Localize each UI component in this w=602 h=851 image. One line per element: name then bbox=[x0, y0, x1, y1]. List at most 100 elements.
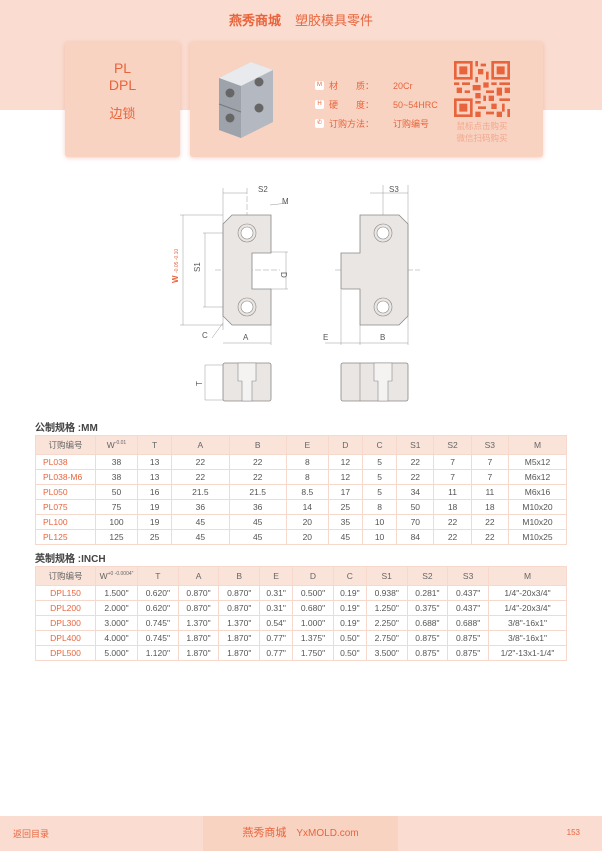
table-cell: 45 bbox=[171, 514, 230, 530]
table-cell: 1.375" bbox=[292, 630, 334, 646]
table-cell: 45 bbox=[327, 529, 363, 545]
table-cell: 0.77" bbox=[259, 645, 294, 661]
table-cell: 8 bbox=[285, 469, 329, 485]
table-cell: 1.750" bbox=[292, 645, 334, 661]
table-cell: 22 bbox=[433, 529, 472, 545]
table-cell: 45 bbox=[171, 529, 230, 545]
back-to-contents-link[interactable]: 返回目录 bbox=[13, 829, 50, 839]
order-code-link[interactable]: DPL300 bbox=[35, 615, 96, 631]
column-header: C bbox=[332, 566, 367, 586]
table-cell: 1.370" bbox=[177, 615, 220, 631]
column-header: S3 bbox=[447, 566, 489, 586]
order-code-link[interactable]: PL038-M6 bbox=[35, 469, 96, 485]
table-cell: 0.745" bbox=[137, 615, 179, 631]
column-header: E bbox=[259, 566, 294, 586]
table-cell: 22 bbox=[171, 469, 230, 485]
table-cell: 0.688" bbox=[406, 615, 449, 631]
table-cell: 1.370" bbox=[218, 615, 261, 631]
label-w: W bbox=[171, 275, 180, 283]
table-cell: 7 bbox=[433, 454, 472, 470]
column-header: M bbox=[508, 435, 567, 455]
column-header: A bbox=[171, 435, 230, 455]
table-cell: 13 bbox=[136, 454, 173, 470]
order-code-link[interactable]: PL100 bbox=[35, 514, 96, 530]
table-cell: 12 bbox=[327, 469, 363, 485]
table-cell: 34 bbox=[396, 484, 435, 500]
order-code-link[interactable]: DPL400 bbox=[35, 630, 96, 646]
table-cell: M10x20 bbox=[508, 514, 567, 530]
table-cell: 8.5 bbox=[285, 484, 329, 500]
table-cell: 11 bbox=[433, 484, 472, 500]
column-header: B bbox=[218, 566, 261, 586]
table-cell: 0.31" bbox=[259, 600, 294, 616]
table-cell: 36 bbox=[171, 499, 230, 515]
column-header: S1 bbox=[365, 566, 408, 586]
table-cell: 0.620" bbox=[137, 585, 179, 601]
table-cell: M10x20 bbox=[508, 499, 567, 515]
column-header: W-0.01 bbox=[95, 435, 138, 455]
property-label: 材 质： bbox=[329, 81, 375, 91]
property-value: 50~54HRC bbox=[393, 99, 438, 110]
order-code-link[interactable]: PL050 bbox=[35, 484, 96, 500]
table-cell: 1.500" bbox=[95, 585, 138, 601]
phone-icon: ✆ bbox=[315, 119, 324, 128]
table-cell: 10 bbox=[361, 529, 398, 545]
table-cell: 22 bbox=[396, 469, 435, 485]
table-cell: 22 bbox=[433, 514, 472, 530]
product-code: PL bbox=[113, 60, 132, 76]
table-cell: M6x12 bbox=[508, 469, 567, 485]
table-cell: 35 bbox=[327, 514, 363, 530]
order-code-link[interactable]: DPL500 bbox=[35, 645, 96, 661]
table-cell: 0.77" bbox=[259, 630, 294, 646]
order-code-link[interactable]: DPL200 bbox=[35, 600, 96, 616]
column-header: A bbox=[177, 566, 220, 586]
table-cell: 0.870" bbox=[218, 585, 261, 601]
table-cell: 38 bbox=[95, 469, 138, 485]
table-cell: 38 bbox=[95, 454, 138, 470]
order-code-link[interactable]: DPL150 bbox=[35, 585, 96, 601]
table-cell: 0.938" bbox=[365, 585, 408, 601]
label-s3: S3 bbox=[389, 185, 399, 194]
label-b: B bbox=[380, 333, 385, 342]
table-cell: 17 bbox=[327, 484, 363, 500]
column-header: 订购编号 bbox=[35, 566, 96, 586]
label-m: M bbox=[282, 197, 289, 206]
order-code-link[interactable]: PL075 bbox=[35, 499, 96, 515]
table-cell: 0.680" bbox=[292, 600, 334, 616]
table-cell: 14 bbox=[285, 499, 329, 515]
table-cell: 25 bbox=[136, 529, 173, 545]
order-code-link[interactable]: PL125 bbox=[35, 529, 96, 545]
table-cell: 0.870" bbox=[177, 585, 220, 601]
column-header: S2 bbox=[433, 435, 472, 455]
qr-code[interactable] bbox=[454, 61, 510, 117]
column-header: S2 bbox=[406, 566, 449, 586]
table-cell: 0.437" bbox=[447, 585, 489, 601]
column-header: D bbox=[327, 435, 363, 455]
table-cell: 0.54" bbox=[259, 615, 294, 631]
table-cell: 0.50" bbox=[332, 630, 367, 646]
label-s2: S2 bbox=[258, 185, 268, 194]
table-cell: 5 bbox=[361, 454, 398, 470]
table-cell: M10x25 bbox=[508, 529, 567, 545]
table-cell: 18 bbox=[433, 499, 472, 515]
table-cell: 1.870" bbox=[218, 645, 261, 661]
table-cell: 12 bbox=[327, 454, 363, 470]
table-cell: 11 bbox=[470, 484, 510, 500]
table-cell: 0.875" bbox=[406, 645, 449, 661]
table-cell: 50 bbox=[396, 499, 435, 515]
order-code-link[interactable]: PL038 bbox=[35, 454, 96, 470]
table-cell: 0.875" bbox=[447, 630, 489, 646]
inch-section-title: 英制规格 :INCH bbox=[35, 554, 106, 565]
table-cell: 0.500" bbox=[292, 585, 334, 601]
table-cell: 2.250" bbox=[365, 615, 408, 631]
table-cell: 7 bbox=[470, 454, 510, 470]
column-header: 订购编号 bbox=[35, 435, 96, 455]
